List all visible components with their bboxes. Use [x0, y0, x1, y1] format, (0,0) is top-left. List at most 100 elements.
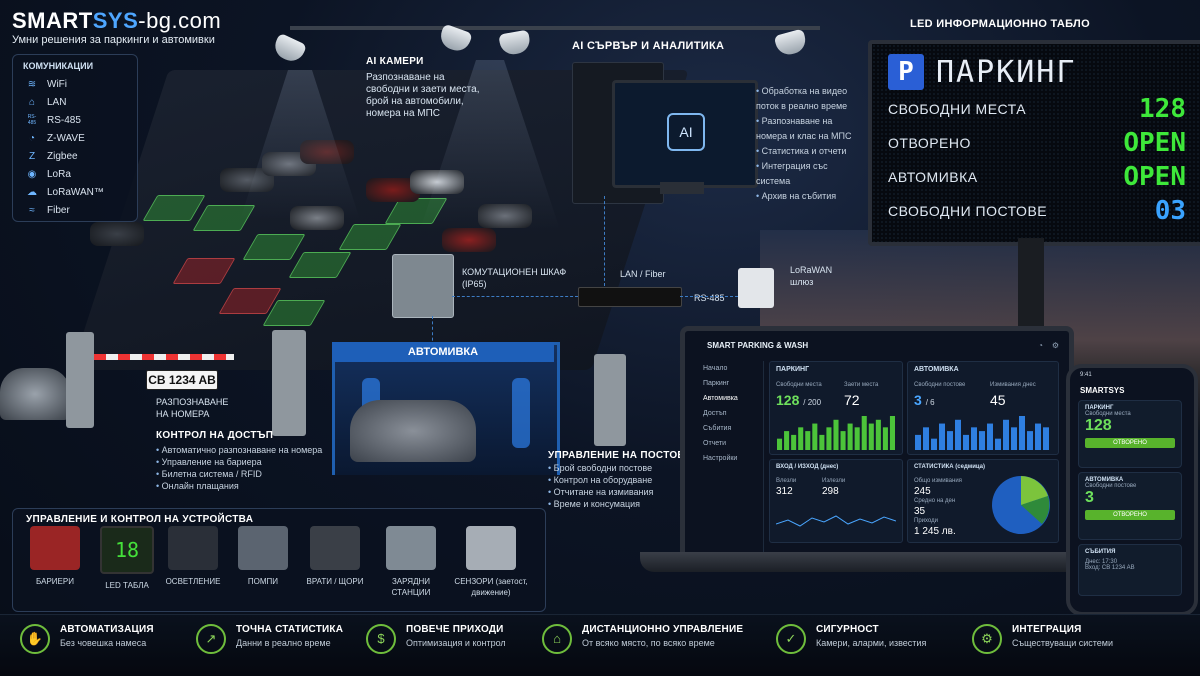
- door-icon: [310, 526, 360, 570]
- comm-item: ≋WiFi: [25, 75, 137, 93]
- network-link: [452, 296, 578, 297]
- chart-icon: ↗: [196, 624, 226, 654]
- chart-bar: [791, 434, 797, 450]
- benefit-title: ИНТЕГРАЦИЯ: [1012, 624, 1082, 635]
- parking-p-icon: P: [888, 54, 924, 90]
- phone-brand: SMARTSYS: [1080, 386, 1125, 395]
- avg-label: Средно на ден: [914, 498, 956, 504]
- benefit-subtitle: Оптимизация и контрол: [406, 638, 506, 648]
- entry-exit-line-chart: [776, 515, 896, 527]
- device-label: СЕНЗОРИ (заетост, движение): [454, 577, 528, 597]
- integration-icon: ⚙: [972, 624, 1002, 654]
- devices-title: УПРАВЛЕНИЕ И КОНТРОЛ НА УСТРОЙСТВА: [26, 514, 254, 525]
- ai-chip-icon: AI: [667, 113, 705, 151]
- phone-wash-status[interactable]: ОТВОРЕНО: [1085, 510, 1175, 520]
- phone-wash-title: АВТОМИВКА: [1085, 477, 1124, 483]
- chart-bar: [955, 419, 961, 450]
- lan-fiber-label: LAN / Fiber: [620, 269, 666, 279]
- ai-cameras-title: AI КАМЕРИ: [366, 56, 424, 67]
- chart-bar: [812, 423, 818, 450]
- weekly-stats-card: СТАТИСТИКА (седмица) Общо измивания 245 …: [907, 459, 1059, 543]
- camera-rail: [290, 26, 820, 30]
- sidebar-item[interactable]: Паркинг: [703, 380, 730, 387]
- sidebar-item[interactable]: Достъп: [703, 410, 727, 417]
- led-row-value: OPEN: [1123, 162, 1186, 192]
- parked-car: [442, 228, 496, 252]
- stats-pie-chart: [992, 476, 1050, 534]
- chart-bar: [1003, 419, 1009, 450]
- comm-label: WiFi: [47, 78, 67, 90]
- busy-spots-label: Заети места: [844, 382, 879, 388]
- dashboard-title: SMART PARKING & WASH: [707, 341, 809, 350]
- sidebar-item[interactable]: Начало: [703, 365, 728, 372]
- chart-bar: [963, 434, 969, 450]
- comm-item: ◉LoRa: [25, 165, 137, 183]
- comm-label: RS-485: [47, 114, 81, 126]
- benefit-subtitle: Без човешка намеса: [60, 638, 147, 648]
- parking-bar-chart: [777, 416, 895, 450]
- parking-card: ПАРКИНГ Свободни места Заети места 128 /…: [769, 361, 903, 455]
- revenue-label: Приходи: [914, 518, 938, 524]
- ticket-kiosk: [66, 332, 94, 428]
- device-item[interactable]: ВРАТИ / ЩОРИ: [298, 520, 372, 587]
- sidebar-item[interactable]: Настройки: [703, 455, 738, 462]
- sidebar-item[interactable]: Събития: [703, 425, 732, 432]
- device-item[interactable]: ЗАРЯДНИ СТАНЦИИ: [374, 520, 448, 598]
- entered-value: 312: [776, 486, 793, 497]
- chart-bar: [915, 434, 921, 450]
- cabinet-label: КОМУТАЦИОНЕН ШКАФ(IP65): [462, 267, 567, 289]
- phone-posts-label: Свободни постове: [1085, 483, 1137, 489]
- phone-posts-value: 3: [1085, 489, 1094, 506]
- led-row-label: СВОБОДНИ ПОСТОВЕ: [888, 203, 1048, 219]
- device-item[interactable]: СЕНЗОРИ (заетост, движение): [454, 520, 528, 598]
- device-item[interactable]: БАРИЕРИ: [18, 520, 92, 587]
- benefit-item: ✋ АВТОМАТИЗАЦИЯ Без човешка намеса: [20, 624, 154, 654]
- device-label: ПОМПИ: [247, 577, 279, 586]
- chart-bar: [1043, 427, 1049, 450]
- comm-label: Z-WAVE: [47, 132, 85, 144]
- barrier-arm: [94, 354, 234, 360]
- benefit-title: АВТОМАТИЗАЦИЯ: [60, 624, 154, 635]
- automation-icon: ✋: [20, 624, 50, 654]
- barrier-icon: [30, 526, 80, 570]
- chart-bar: [777, 438, 783, 450]
- entered-label: Влезли: [776, 478, 797, 484]
- sidebar-item[interactable]: Автомивка: [703, 395, 738, 402]
- remote-icon: ⌂: [542, 624, 572, 654]
- led-row-label: АВТОМИВКА: [888, 169, 978, 185]
- posts-title: УПРАВЛЕНИЕ НА ПОСТОВЕ: [548, 450, 692, 461]
- revenue-value: 1 245 лв.: [914, 526, 956, 537]
- chart-bar: [882, 427, 888, 450]
- settings-icon[interactable]: ⚙: [1051, 341, 1059, 350]
- mobile-app: 9:41 SMARTSYS ПАРКИНГ Свободни места 128…: [1066, 364, 1198, 616]
- analytics-monitor: AI: [612, 80, 758, 188]
- washes-today-label: Измивания днес: [990, 382, 1036, 388]
- communications-title: КОМУНИКАЦИИ: [23, 61, 94, 71]
- phone-wash-card: АВТОМИВКА Свободни постове 3 ОТВОРЕНО: [1078, 472, 1182, 540]
- lora-icon: ◉: [27, 168, 37, 180]
- entry-exit-title: ВХОД / ИЗХОД (днес): [776, 464, 839, 470]
- led-row-label: ОТВОРЕНО: [888, 135, 971, 151]
- sidebar-item[interactable]: Отчети: [703, 440, 727, 447]
- notification-icon[interactable]: ◔: [1038, 341, 1043, 350]
- phone-parking-status[interactable]: ОТВОРЕНО: [1085, 438, 1175, 448]
- parked-car: [90, 222, 144, 246]
- phone-free-value: 128: [1085, 417, 1112, 434]
- device-item[interactable]: ПОМПИ: [226, 520, 300, 587]
- led-row: СВОБОДНИ ПОСТОВЕ 03: [888, 196, 1186, 226]
- network-switch: [578, 287, 682, 307]
- parked-car: [290, 206, 344, 230]
- led-row-value: 03: [1154, 196, 1186, 226]
- chart-bar: [939, 423, 945, 450]
- phone-event-line: Вход: CB 1234 AB: [1085, 565, 1135, 571]
- device-item[interactable]: ОСВЕТЛЕНИЕ: [156, 520, 230, 587]
- charger-icon: [386, 526, 436, 570]
